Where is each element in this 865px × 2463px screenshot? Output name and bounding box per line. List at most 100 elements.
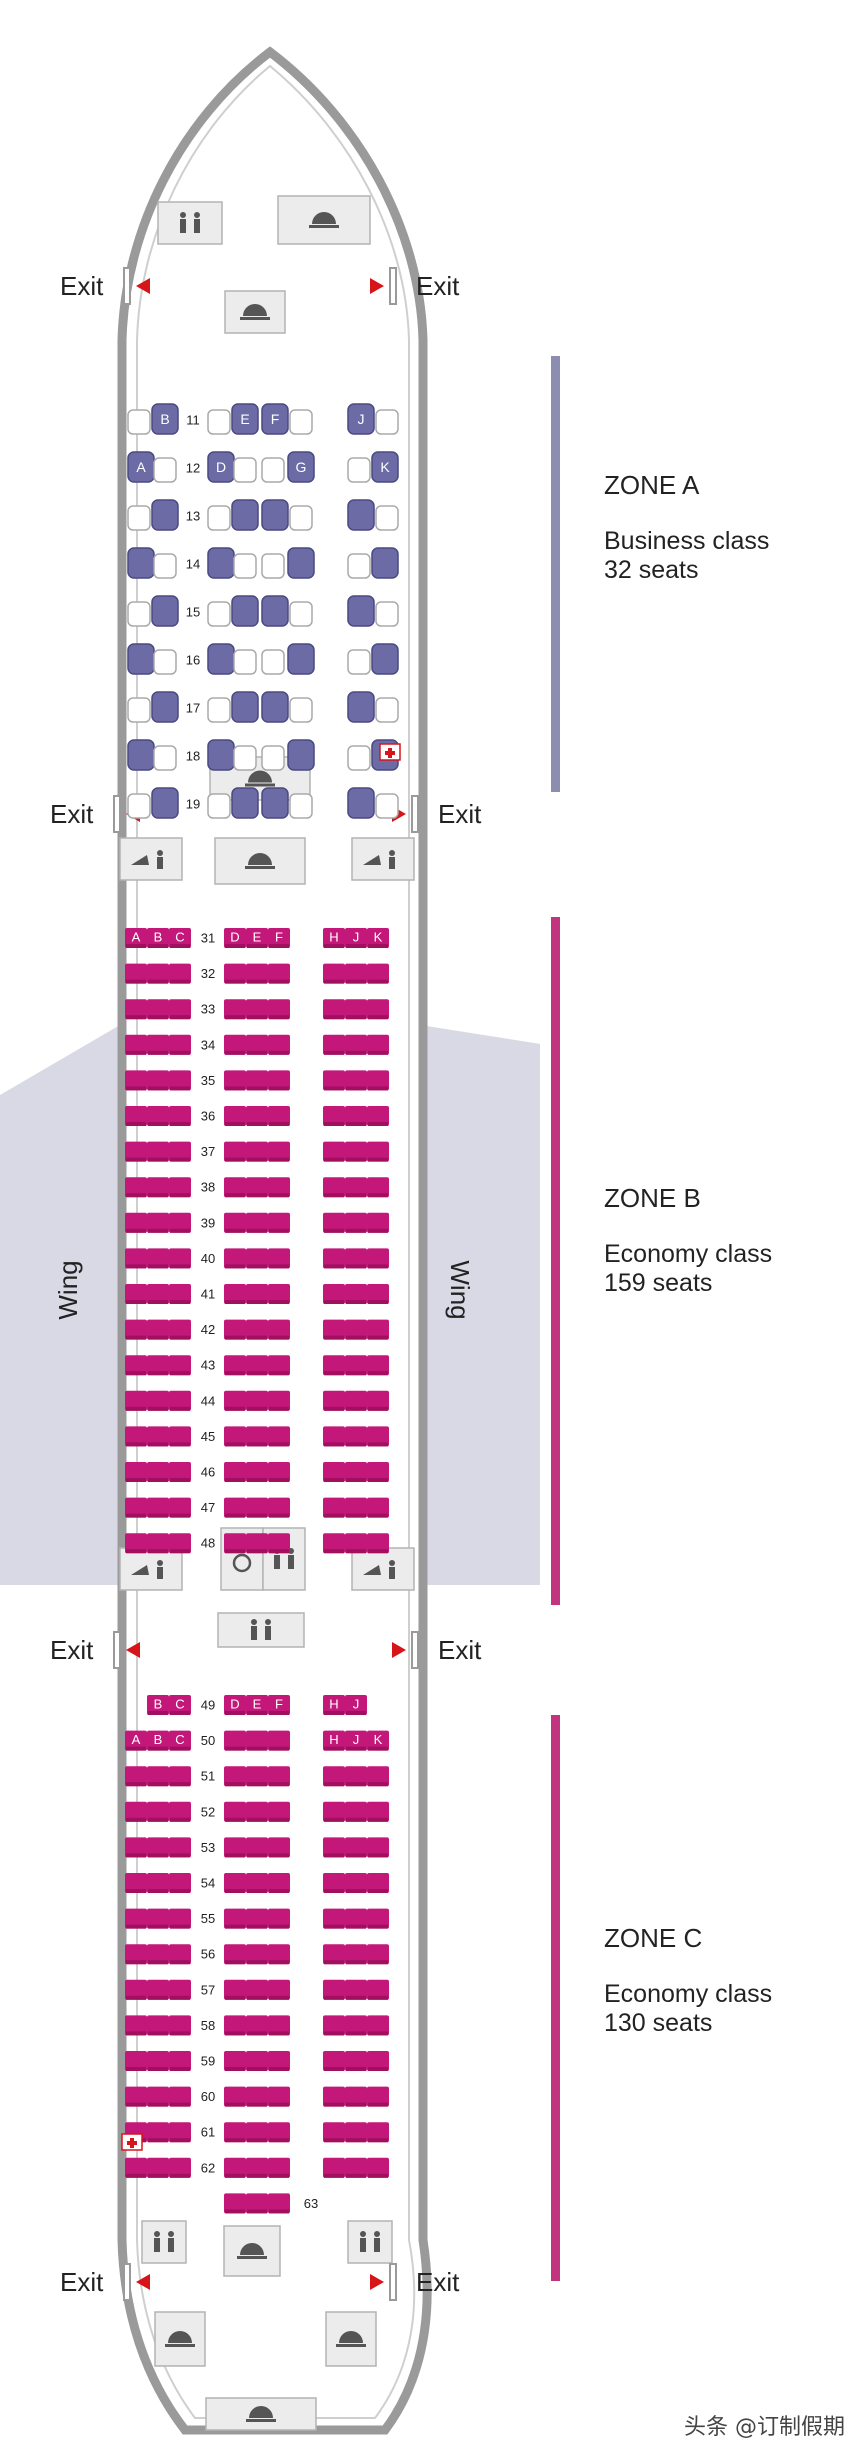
business-seat-l-17 — [151, 691, 179, 723]
economy-seat-right-base — [324, 1711, 344, 1715]
galley-rear-right-galley-icon — [339, 2331, 363, 2343]
economy-seat-left-base — [126, 1193, 146, 1198]
economy-seat-middle — [224, 1695, 246, 1715]
economy-seat-right — [367, 1319, 389, 1340]
economy-seat-left — [169, 2051, 191, 2071]
economy-seat-left-base — [126, 1335, 146, 1340]
economy-seat-middle — [246, 1177, 268, 1198]
watermark: 头条 @订制假期 — [684, 2415, 845, 2440]
economy-seat-middle — [246, 1319, 268, 1340]
economy-row-number: 59 — [201, 2054, 215, 2069]
economy-seat-letter: J — [353, 930, 360, 945]
business-side-m2-18 — [261, 745, 285, 771]
economy-seat-middle — [268, 2193, 290, 2214]
economy-seat-right-base — [324, 2067, 344, 2071]
economy-seat-right-base — [368, 1960, 388, 1965]
economy-seat-left-base — [170, 1817, 190, 1822]
economy-seat-left — [147, 1801, 169, 1822]
economy-seat-middle — [268, 1355, 290, 1376]
business-seat-m2-16 — [287, 643, 315, 675]
economy-seat-right-base — [368, 1746, 388, 1751]
economy-seat-right — [323, 1248, 345, 1269]
economy-seat-left — [169, 1070, 191, 1091]
economy-seat-right — [323, 1390, 345, 1411]
economy-seat-right-base — [324, 1300, 344, 1304]
economy-seat-right — [323, 1873, 345, 1893]
economy-seat-left-base — [170, 1371, 190, 1376]
economy-seat-middle — [268, 1212, 290, 1233]
galley-rear-center-galley-tray — [237, 2256, 267, 2259]
business-seat-r-17 — [347, 691, 375, 723]
economy-seat-left-base — [148, 1228, 168, 1233]
economy-row-number: 58 — [201, 2018, 215, 2033]
business-side-m2-17 — [289, 697, 313, 723]
economy-seat-right-base — [324, 1050, 344, 1055]
business-seat-r-19 — [347, 787, 375, 819]
economy-row-number: 51 — [201, 1769, 215, 1784]
wing-label-right: Wing — [445, 1260, 475, 1319]
economy-seat-left-base — [170, 2067, 190, 2071]
exit-label-right-4: Exit — [416, 2267, 460, 2297]
business-row-number: 16 — [186, 653, 200, 668]
economy-seat-right-base — [346, 1478, 366, 1482]
economy-seat-right-base — [346, 1335, 366, 1340]
economy-seat-right — [367, 1801, 389, 1822]
economy-seat-right-base — [346, 2067, 366, 2071]
economy-seat-left-base — [126, 1746, 146, 1751]
economy-seat-middle — [268, 2051, 290, 2071]
business-seat-r-12 — [371, 451, 399, 483]
economy-seat-left — [169, 1106, 191, 1126]
business-side-m1-14 — [233, 553, 257, 579]
economy-seat-left — [147, 2051, 169, 2071]
economy-seat-middle — [246, 1106, 268, 1126]
business-seat-m1-13 — [231, 499, 259, 531]
economy-seat-left-base — [148, 1264, 168, 1269]
economy-seat-left — [169, 1390, 191, 1411]
lavatory-mid-2-right-lav-icon — [389, 1560, 395, 1566]
lavatory-mid-2-left — [119, 1547, 183, 1591]
lavatory-accessible-wheelchair-icon — [232, 1553, 252, 1573]
economy-seat-middle-base — [269, 2031, 289, 2036]
economy-seat-left-base — [170, 1513, 190, 1518]
economy-seat-middle-base — [225, 1746, 245, 1751]
zone-b-bar — [551, 917, 560, 1605]
galley-rear-left-galley-tray — [165, 2344, 195, 2347]
zone-a-class: Business class — [604, 527, 770, 555]
economy-seat-middle — [224, 1837, 246, 1858]
lavatory-mid-2-left-lav-fig — [157, 1567, 163, 1579]
economy-seat-left-base — [148, 1050, 168, 1055]
galley-mid-1b-galley-tray — [245, 866, 275, 869]
economy-seat-right-base — [324, 1335, 344, 1340]
economy-seat-right-base — [324, 1478, 344, 1482]
lavatory-mid-1-right-lav-icon — [389, 850, 395, 856]
economy-seat-middle — [224, 1034, 246, 1055]
economy-seat-right — [323, 999, 345, 1020]
exit-door-right-2 — [411, 795, 419, 833]
economy-seat-middle — [246, 1979, 268, 2000]
economy-seat-left — [125, 1034, 147, 1055]
economy-seat-right-base — [324, 944, 344, 948]
business-side-r-11 — [375, 409, 399, 435]
economy-seat-middle — [224, 2086, 246, 2107]
galley-rear-bottom-galley-tray — [246, 2419, 276, 2422]
economy-seat-right — [323, 2122, 345, 2143]
economy-row-number: 54 — [201, 1876, 215, 1891]
lavatory-front-left-lav-fig — [180, 219, 186, 233]
economy-seat-middle — [246, 2086, 268, 2107]
lavatory-mid-2-center-lav-fig-2 — [288, 1555, 294, 1569]
lavatory-rear-left-lav-icon — [154, 2231, 160, 2237]
economy-seat-right-base — [324, 1157, 344, 1162]
economy-seat-right-base — [324, 1995, 344, 2000]
economy-seat-right — [367, 1141, 389, 1162]
zone-a-seats: 32 seats — [604, 556, 699, 584]
economy-seat-middle-base — [247, 1371, 267, 1376]
galley-front-right — [277, 195, 371, 245]
business-side-r-15 — [375, 601, 399, 627]
economy-seat-right-base — [368, 1549, 388, 1554]
economy-seat-right-base — [368, 1300, 388, 1304]
economy-seat-right-base — [368, 1442, 388, 1447]
lavatory-rear-left — [141, 2220, 187, 2264]
economy-seat-left — [169, 1497, 191, 1518]
economy-seat-right — [367, 999, 389, 1020]
